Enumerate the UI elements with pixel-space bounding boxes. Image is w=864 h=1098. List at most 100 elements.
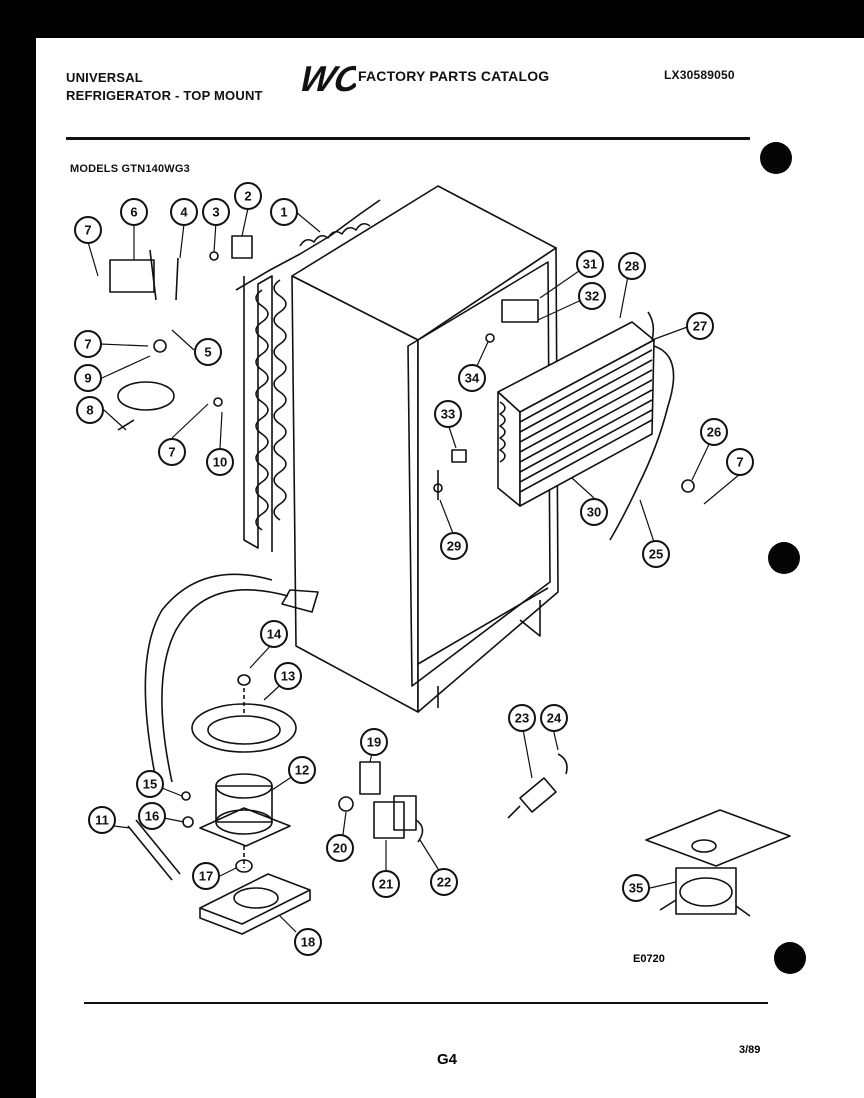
callout-35: 35: [622, 874, 650, 902]
callout-number: 20: [333, 841, 347, 856]
callout-number: 10: [213, 455, 227, 470]
binder-hole: [760, 142, 792, 174]
models-line: MODELS GTN140WG3: [70, 163, 190, 175]
callout-number: 24: [547, 711, 562, 726]
callout-number: 14: [267, 627, 282, 642]
callout-24: 24: [540, 704, 568, 732]
callout-number: 22: [437, 875, 451, 890]
callout-7: 7: [74, 216, 102, 244]
filter-drier: [127, 819, 181, 881]
condenser-fan-assembly: [645, 809, 791, 917]
callout-28: 28: [618, 252, 646, 280]
callout-6: 6: [120, 198, 148, 226]
callout-number: 19: [367, 735, 381, 750]
callout-33: 33: [434, 400, 462, 428]
callout-number: 12: [295, 763, 309, 778]
callout-number: 30: [587, 505, 601, 520]
callout-number: 33: [441, 407, 455, 422]
callout-number: 5: [204, 345, 211, 360]
callout-7: 7: [726, 448, 754, 476]
callout-number: 23: [515, 711, 529, 726]
callout-number: 32: [585, 289, 599, 304]
callout-10: 10: [206, 448, 234, 476]
callout-number: 29: [447, 539, 461, 554]
callout-25: 25: [642, 540, 670, 568]
callout-number: 16: [145, 809, 159, 824]
revision-date: 3/89: [739, 1044, 761, 1056]
svg-text:WCI: WCI: [296, 59, 356, 98]
callout-13: 13: [274, 662, 302, 690]
binder-hole: [768, 542, 800, 574]
callout-number: 7: [84, 223, 91, 238]
page-number: G4: [437, 1051, 458, 1068]
callout-16: 16: [138, 802, 166, 830]
product-type-label: REFRIGERATOR - TOP MOUNT: [66, 88, 263, 103]
evaporator-coil: [497, 311, 675, 541]
callout-number: 15: [143, 777, 157, 792]
callout-number: 31: [583, 257, 597, 272]
callout-27: 27: [686, 312, 714, 340]
callout-number: 1: [280, 205, 287, 220]
callout-11: 11: [88, 806, 116, 834]
callout-19: 19: [360, 728, 388, 756]
drain-pan: [191, 674, 297, 753]
callout-29: 29: [440, 532, 468, 560]
refrigerator-cabinet: [291, 185, 559, 713]
callout-14: 14: [260, 620, 288, 648]
wci-logo: WCI: [296, 59, 356, 98]
callout-7: 7: [158, 438, 186, 466]
callout-21: 21: [372, 870, 400, 898]
callout-number: 8: [86, 403, 93, 418]
callout-number: 27: [693, 319, 707, 334]
callout-5: 5: [194, 338, 222, 366]
back-condenser-coil: [235, 199, 381, 552]
callout-1: 1: [270, 198, 298, 226]
callout-number: 6: [130, 205, 137, 220]
capacitor: [507, 753, 568, 819]
callout-number: 2: [244, 189, 251, 204]
callout-17: 17: [192, 862, 220, 890]
callout-number: 7: [736, 455, 743, 470]
callout-30: 30: [580, 498, 608, 526]
callout-number: 7: [84, 337, 91, 352]
callout-number: 34: [465, 371, 480, 386]
header-rule: [66, 137, 750, 140]
catalog-title: FACTORY PARTS CATALOG: [358, 68, 550, 84]
small-parts: [109, 235, 695, 828]
callout-32: 32: [578, 282, 606, 310]
callout-number: 11: [95, 813, 109, 828]
callout-3: 3: [202, 198, 230, 226]
callout-31: 31: [576, 250, 604, 278]
callout-number: 26: [707, 425, 721, 440]
compressor-mounting-base: [199, 859, 311, 935]
electrical-components: [338, 761, 424, 843]
callout-number: 17: [199, 869, 213, 884]
catalog-code: LX30589050: [664, 68, 735, 82]
callout-2: 2: [234, 182, 262, 210]
callout-number: 25: [649, 547, 663, 562]
callout-12: 12: [288, 756, 316, 784]
callout-18: 18: [294, 928, 322, 956]
callout-number: 21: [379, 877, 393, 892]
callout-number: 13: [281, 669, 295, 684]
callout-26: 26: [700, 418, 728, 446]
callout-34: 34: [458, 364, 486, 392]
callout-22: 22: [430, 868, 458, 896]
callout-number: 3: [212, 205, 219, 220]
compressor: [199, 773, 291, 868]
callout-23: 23: [508, 704, 536, 732]
callout-number: 9: [84, 371, 91, 386]
figure-code: E0720: [633, 953, 665, 965]
callout-4: 4: [170, 198, 198, 226]
footer-rule: [84, 1002, 768, 1004]
callout-number: 4: [180, 205, 188, 220]
callout-number: 28: [625, 259, 639, 274]
callout-number: 18: [301, 935, 315, 950]
callout-7: 7: [74, 330, 102, 358]
callout-20: 20: [326, 834, 354, 862]
callout-15: 15: [136, 770, 164, 798]
air-duct-hose: [144, 573, 319, 783]
callout-8: 8: [76, 396, 104, 424]
